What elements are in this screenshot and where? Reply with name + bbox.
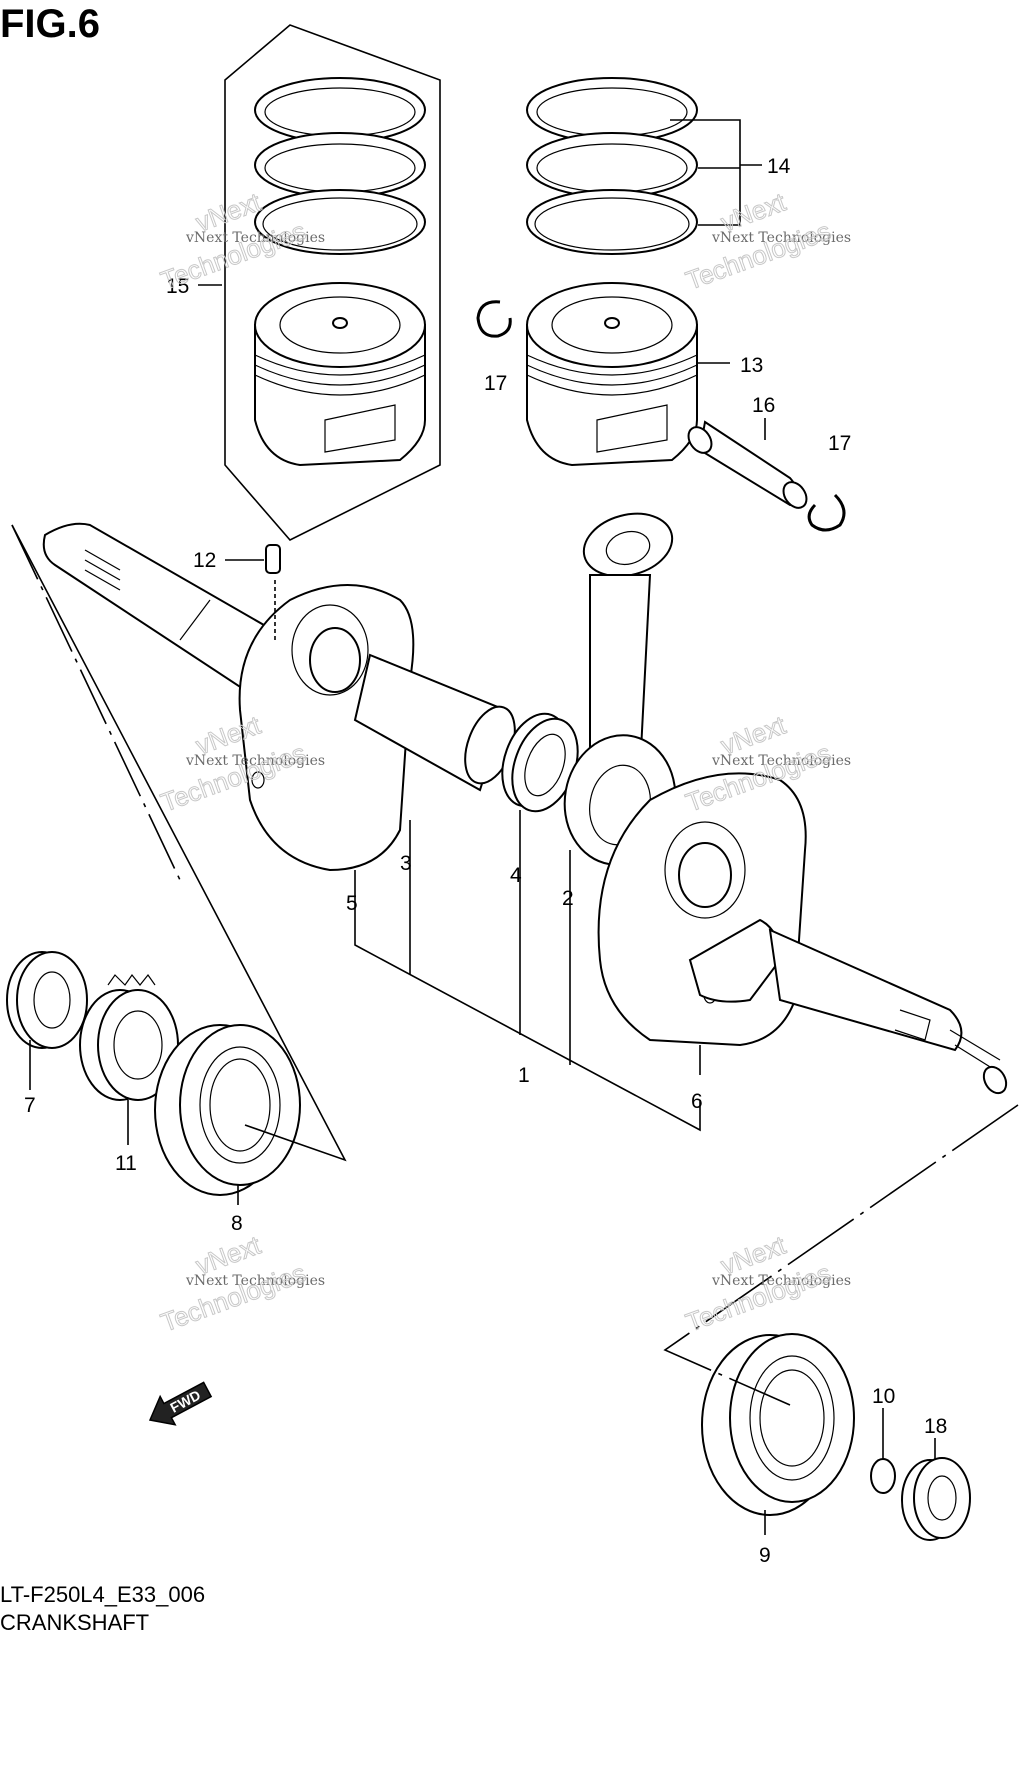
leader-lines: [29, 284, 936, 1535]
callout-10: 10: [872, 1385, 895, 1408]
callout-1: 1: [518, 1064, 530, 1087]
callout-12: 12: [193, 549, 216, 572]
oil-seal-18: [901, 1457, 971, 1541]
piston-pin: [687, 418, 808, 509]
svg-text:Technologies: Technologies: [157, 1258, 310, 1338]
bearing-8: [154, 1024, 301, 1196]
circlip-left: [476, 300, 512, 338]
svg-text:vNext Technologies: vNext Technologies: [185, 753, 325, 769]
callout-2: 2: [562, 887, 574, 910]
callout-numbers: 1 2 3 4 5 6 7 8 9 10 11 12 13 14 15 16 1…: [24, 155, 947, 1567]
bearing-7: [6, 951, 88, 1049]
dowel-pin: [225, 544, 281, 640]
svg-text:vNext Technologies: vNext Technologies: [711, 230, 851, 246]
callout-11: 11: [115, 1152, 137, 1175]
callout-8: 8: [231, 1212, 243, 1235]
crankshaft-right-half: [597, 772, 1008, 1095]
svg-text:Technologies: Technologies: [682, 216, 835, 296]
watermark-bottom-right: vNext Technologies vNext Technologies: [681, 1229, 851, 1338]
piston-assembly-left: [224, 24, 441, 541]
piston-rings-right: [526, 77, 762, 255]
svg-text:vNext Technologies: vNext Technologies: [185, 230, 325, 246]
watermark-bottom-left: vNext Technologies vNext Technologies: [156, 1229, 325, 1338]
needle-bearing: [501, 712, 579, 813]
svg-text:vNext Technologies: vNext Technologies: [711, 753, 851, 769]
o-ring-10: [870, 1458, 896, 1494]
svg-text:Technologies: Technologies: [157, 216, 310, 296]
crankshaft-left-half: [42, 522, 516, 872]
figure-title: FIG.6: [0, 2, 101, 46]
gear-11: [79, 973, 179, 1101]
callout-4: 4: [510, 864, 522, 887]
figure-code: LT-F250L4_E33_006: [0, 1582, 206, 1607]
callout-15: 15: [166, 275, 189, 298]
circlip-right: [807, 493, 846, 532]
figure-name: CRANKSHAFT: [0, 1610, 150, 1635]
callout-18: 18: [924, 1415, 947, 1438]
callout-7: 7: [24, 1094, 36, 1117]
callout-5: 5: [346, 892, 358, 915]
callout-9: 9: [759, 1544, 771, 1567]
callout-3: 3: [400, 852, 412, 875]
bearing-9: [701, 1333, 855, 1516]
assembly-bracket-lines: [354, 810, 701, 1132]
svg-text:vNext Technologies: vNext Technologies: [185, 1273, 325, 1289]
piston-right: [526, 282, 730, 467]
forward-arrow-icon: FWD: [148, 1381, 213, 1426]
guide-lines: [11, 524, 1019, 1406]
callout-16: 16: [752, 394, 775, 417]
callout-14: 14: [767, 155, 791, 178]
svg-text:vNext Technologies: vNext Technologies: [711, 1273, 851, 1289]
watermark-top-right: vNext Technologies vNext Technologies: [681, 186, 851, 296]
callout-17a: 17: [484, 372, 507, 395]
callout-6: 6: [691, 1090, 703, 1113]
callout-17b: 17: [828, 432, 851, 455]
svg-text:Technologies: Technologies: [682, 1258, 835, 1338]
forward-arrow-label: FWD: [167, 1387, 203, 1416]
callout-13: 13: [740, 354, 763, 377]
